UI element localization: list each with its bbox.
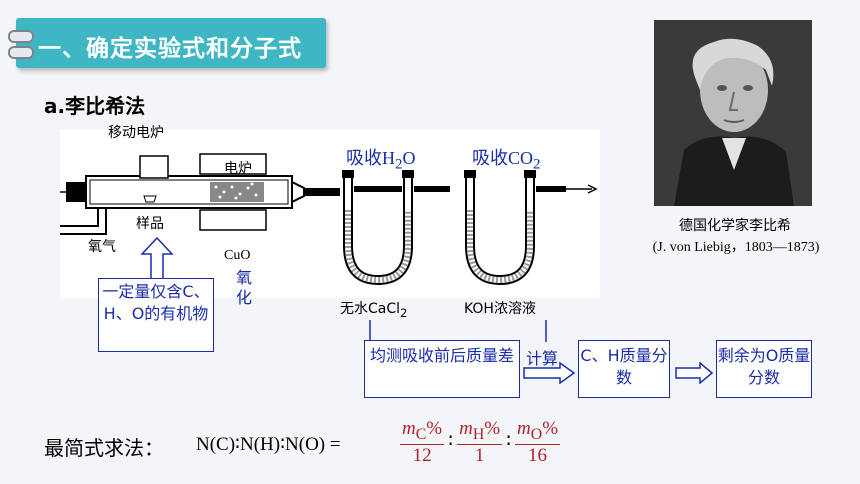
mass-difference-box: 均测吸收前后质量差 [364,340,520,398]
method-subtitle: a.李比希法 [44,94,146,118]
right-arrow-icon [675,362,714,384]
cacl2-label: 无水CaCl2 [340,301,408,320]
u-tube-co2 [464,170,536,286]
bracket-line [369,320,547,342]
fraction-c: mC% 12 [400,418,445,466]
liebig-portrait [654,20,812,206]
calc-arrow-label: 计算 [526,349,559,368]
fraction-h: mH% 1 [457,418,503,466]
oxidize-label: 氧化 [236,268,253,307]
formula-lhs: N(C)∶N(H)∶N(O) = [196,434,341,455]
formula-label: 最简式求法： [44,436,164,460]
section-title-bar [16,18,326,68]
sample-composition-box: 一定量仅含C、H、O的有机物 [98,278,214,352]
right-arrow-icon [523,362,576,384]
mobile-furnace-label: 移动电炉 [108,125,164,141]
furnace-label: 电炉 [224,161,252,177]
binder-ring-icon [8,30,34,43]
portrait-caption-dates: (J. von Liebig，1803—1873) [652,240,820,255]
formula-rhs: mC% 12 ∶ mH% 1 ∶ mO% 16 [400,418,561,466]
koh-label: KOH浓溶液 [464,301,536,317]
binder-ring-icon [8,46,34,59]
absorb-h2o-label: 吸收H2O [346,148,416,173]
o-mass-fraction-box: 剩余为O质量分数 [716,340,812,398]
fraction-o: mO% 16 [515,418,561,466]
combustion-apparatus-diagram [60,130,600,298]
section-title: 一、确定实验式和分子式 [38,36,302,62]
portrait-caption: 德国化学家李比希 [679,218,791,234]
absorb-co2-label: 吸收CO2 [472,148,541,173]
ch-mass-fraction-box: C、H质量分数 [578,340,670,398]
u-tube-h2o [342,170,414,286]
oxygen-label: 氧气 [88,239,116,255]
up-arrow-icon [140,236,174,281]
cuo-label: CuO [224,248,251,263]
sample-label: 样品 [136,216,164,232]
